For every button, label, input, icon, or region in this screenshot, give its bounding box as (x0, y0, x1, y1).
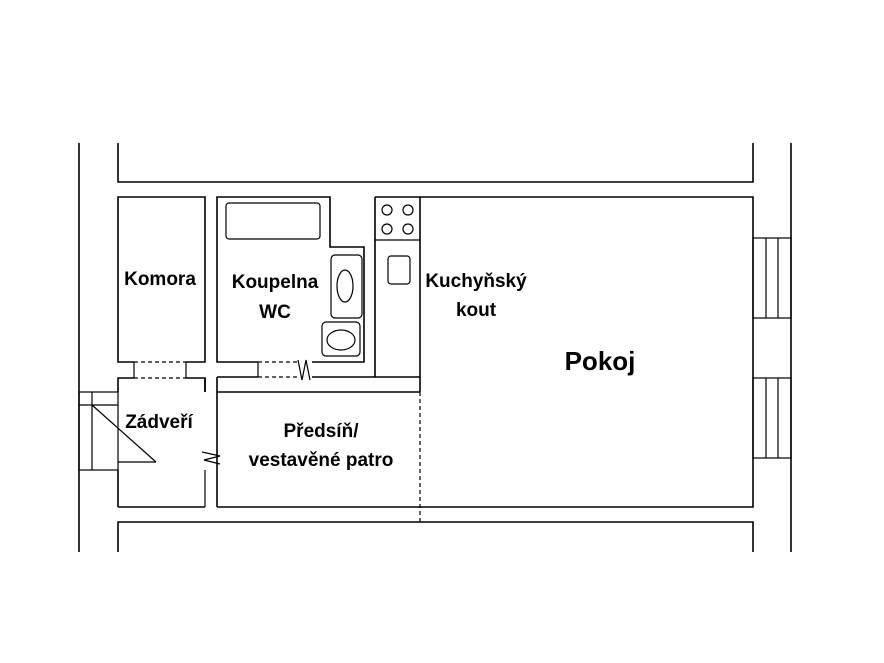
label-koupelna: Koupelna (232, 272, 319, 293)
entrance-door (78, 391, 157, 471)
sink (330, 254, 363, 319)
label-pokoj: Pokoj (565, 346, 636, 376)
room-pokoj (419, 196, 754, 522)
room-koupelna (216, 196, 365, 381)
outer-walls (78, 143, 792, 552)
room-predsin (204, 376, 420, 508)
label-wc: WC (259, 302, 291, 323)
toilet (321, 321, 361, 357)
label-kuchyn: Kuchyňský (425, 271, 527, 292)
label-predsin: Předsíň/ (284, 421, 360, 442)
room-zadveri (117, 377, 221, 508)
kitchen-counter (374, 196, 421, 378)
bathtub (225, 202, 321, 240)
windows-right (752, 237, 792, 459)
label-komora: Komora (124, 269, 196, 290)
room-komora (117, 196, 206, 379)
label-kout: kout (456, 300, 497, 321)
label-vestavene-patro: vestavěné patro (249, 450, 394, 471)
label-zadveri: Zádveří (125, 412, 193, 433)
stove-burners (381, 204, 414, 235)
